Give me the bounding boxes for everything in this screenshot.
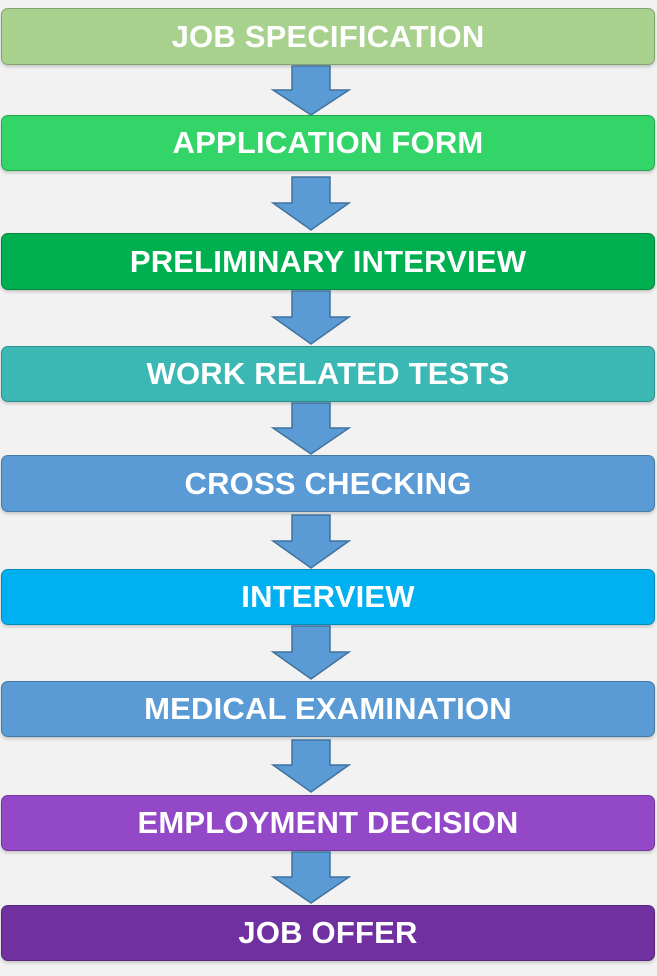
step-label: PRELIMINARY INTERVIEW [129,243,527,279]
step-medical-examination: MEDICAL EXAMINATION [1,681,655,737]
step-label: JOB OFFER [238,915,418,950]
step-label: JOB SPECIFICATION [171,18,485,54]
step-interview: INTERVIEW [1,569,655,625]
step-label: INTERVIEW [241,579,415,614]
down-arrow-icon [270,65,352,116]
down-arrow-icon [270,851,352,904]
down-arrow-icon [270,514,352,569]
step-label: WORK RELATED TESTS [146,356,510,391]
down-arrow-icon [270,625,352,680]
step-label: MEDICAL EXAMINATION [144,691,512,726]
step-application-form: APPLICATION FORM [1,115,655,171]
down-arrow-icon [270,739,352,793]
step-label: EMPLOYMENT DECISION [137,805,519,840]
step-label: APPLICATION FORM [172,125,484,160]
step-work-related-tests: WORK RELATED TESTS [1,346,655,402]
step-preliminary-interview: PRELIMINARY INTERVIEW [1,233,655,290]
step-job-specification: JOB SPECIFICATION [1,8,655,65]
step-job-offer: JOB OFFER [1,905,655,961]
down-arrow-icon [270,176,352,231]
step-label: CROSS CHECKING [184,465,472,501]
down-arrow-icon [270,290,352,345]
step-employment-decision: EMPLOYMENT DECISION [1,795,655,851]
step-cross-checking: CROSS CHECKING [1,455,655,512]
down-arrow-icon [270,402,352,455]
